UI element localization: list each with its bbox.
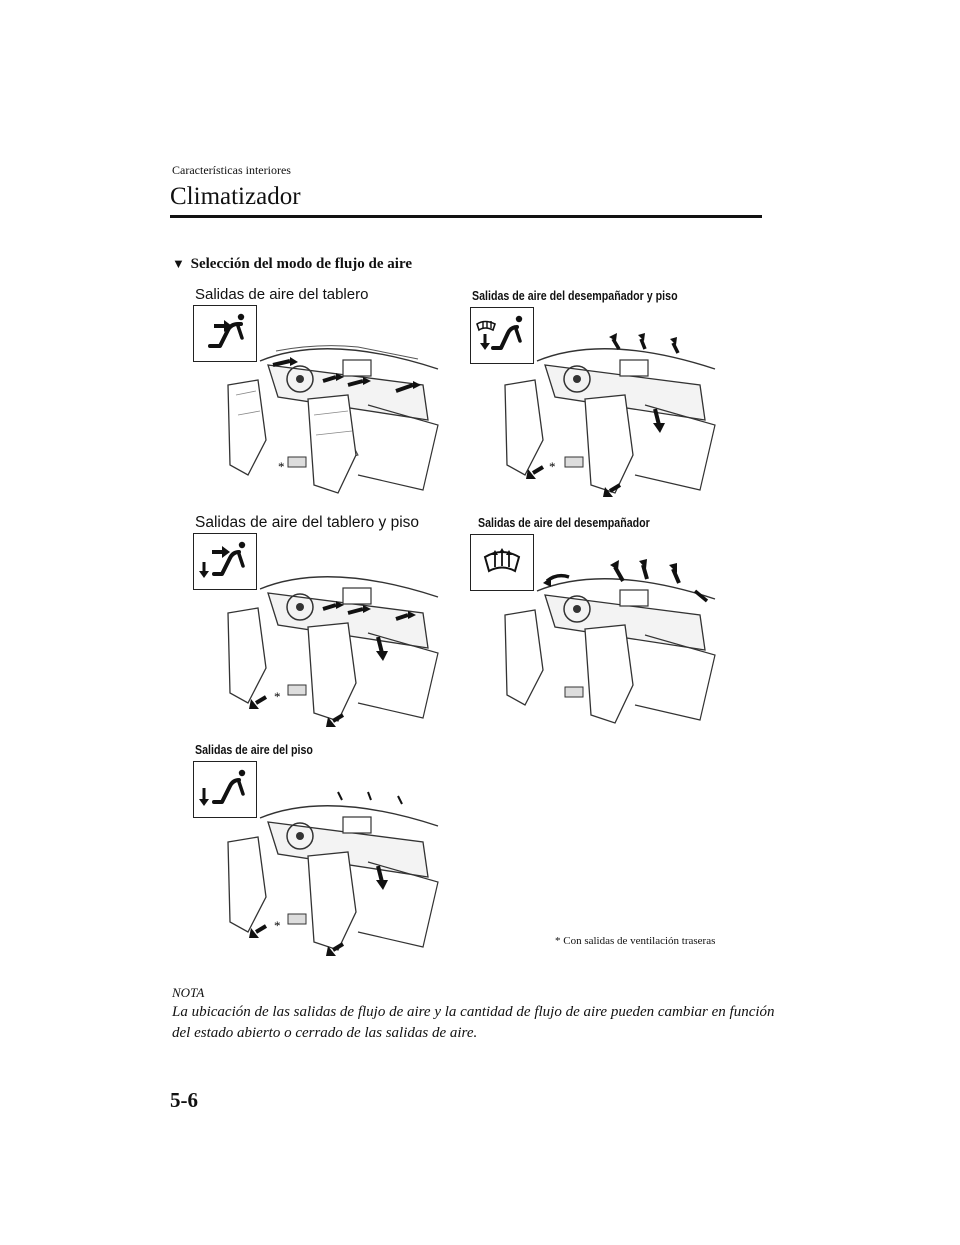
page-title: Climatizador	[170, 183, 301, 210]
asterisk-defrost-floor: *	[549, 459, 556, 474]
footnote: * Con salidas de ventilación traseras	[555, 935, 716, 947]
page-number: 5-6	[170, 1088, 198, 1112]
asterisk-dash: *	[278, 459, 285, 474]
note-heading: NOTA	[172, 985, 205, 1000]
note-text: La ubicación de las salidas de flujo de …	[172, 1004, 775, 1041]
car-interior-illustration-dash: *	[218, 325, 446, 501]
car-interior-illustration-dash-floor: *	[218, 553, 446, 733]
car-interior-illustration-floor: *	[218, 782, 446, 960]
defrost-floor-mode-icon	[470, 307, 534, 364]
mode-label-dash-floor: Salidas de aire del tablero y piso	[195, 514, 420, 531]
section-marker: ▼	[172, 256, 185, 271]
section-heading: ▼ Selección del modo de flujo de aire	[172, 256, 412, 273]
mode-label-floor: Salidas de aire del piso	[195, 742, 313, 757]
dash-vent-mode-icon	[193, 305, 257, 362]
floor-mode-icon	[193, 761, 257, 818]
car-interior-illustration-defrost	[495, 555, 723, 733]
mode-label-defrost: Salidas de aire del desempañador	[478, 515, 650, 530]
asterisk-floor: *	[274, 918, 281, 933]
dash-floor-mode-icon	[193, 533, 257, 590]
mode-label-defrost-floor: Salidas de aire del desempañador y piso	[472, 288, 678, 303]
section-title: Selección del modo de flujo de aire	[190, 256, 412, 272]
chapter-label: Características interiores	[172, 163, 291, 177]
defrost-mode-icon	[470, 534, 534, 591]
title-rule	[170, 215, 762, 218]
mode-label-dash: Salidas de aire del tablero	[195, 286, 369, 303]
asterisk-dash-floor: *	[274, 689, 281, 704]
car-interior-illustration-defrost-floor: *	[495, 325, 723, 501]
